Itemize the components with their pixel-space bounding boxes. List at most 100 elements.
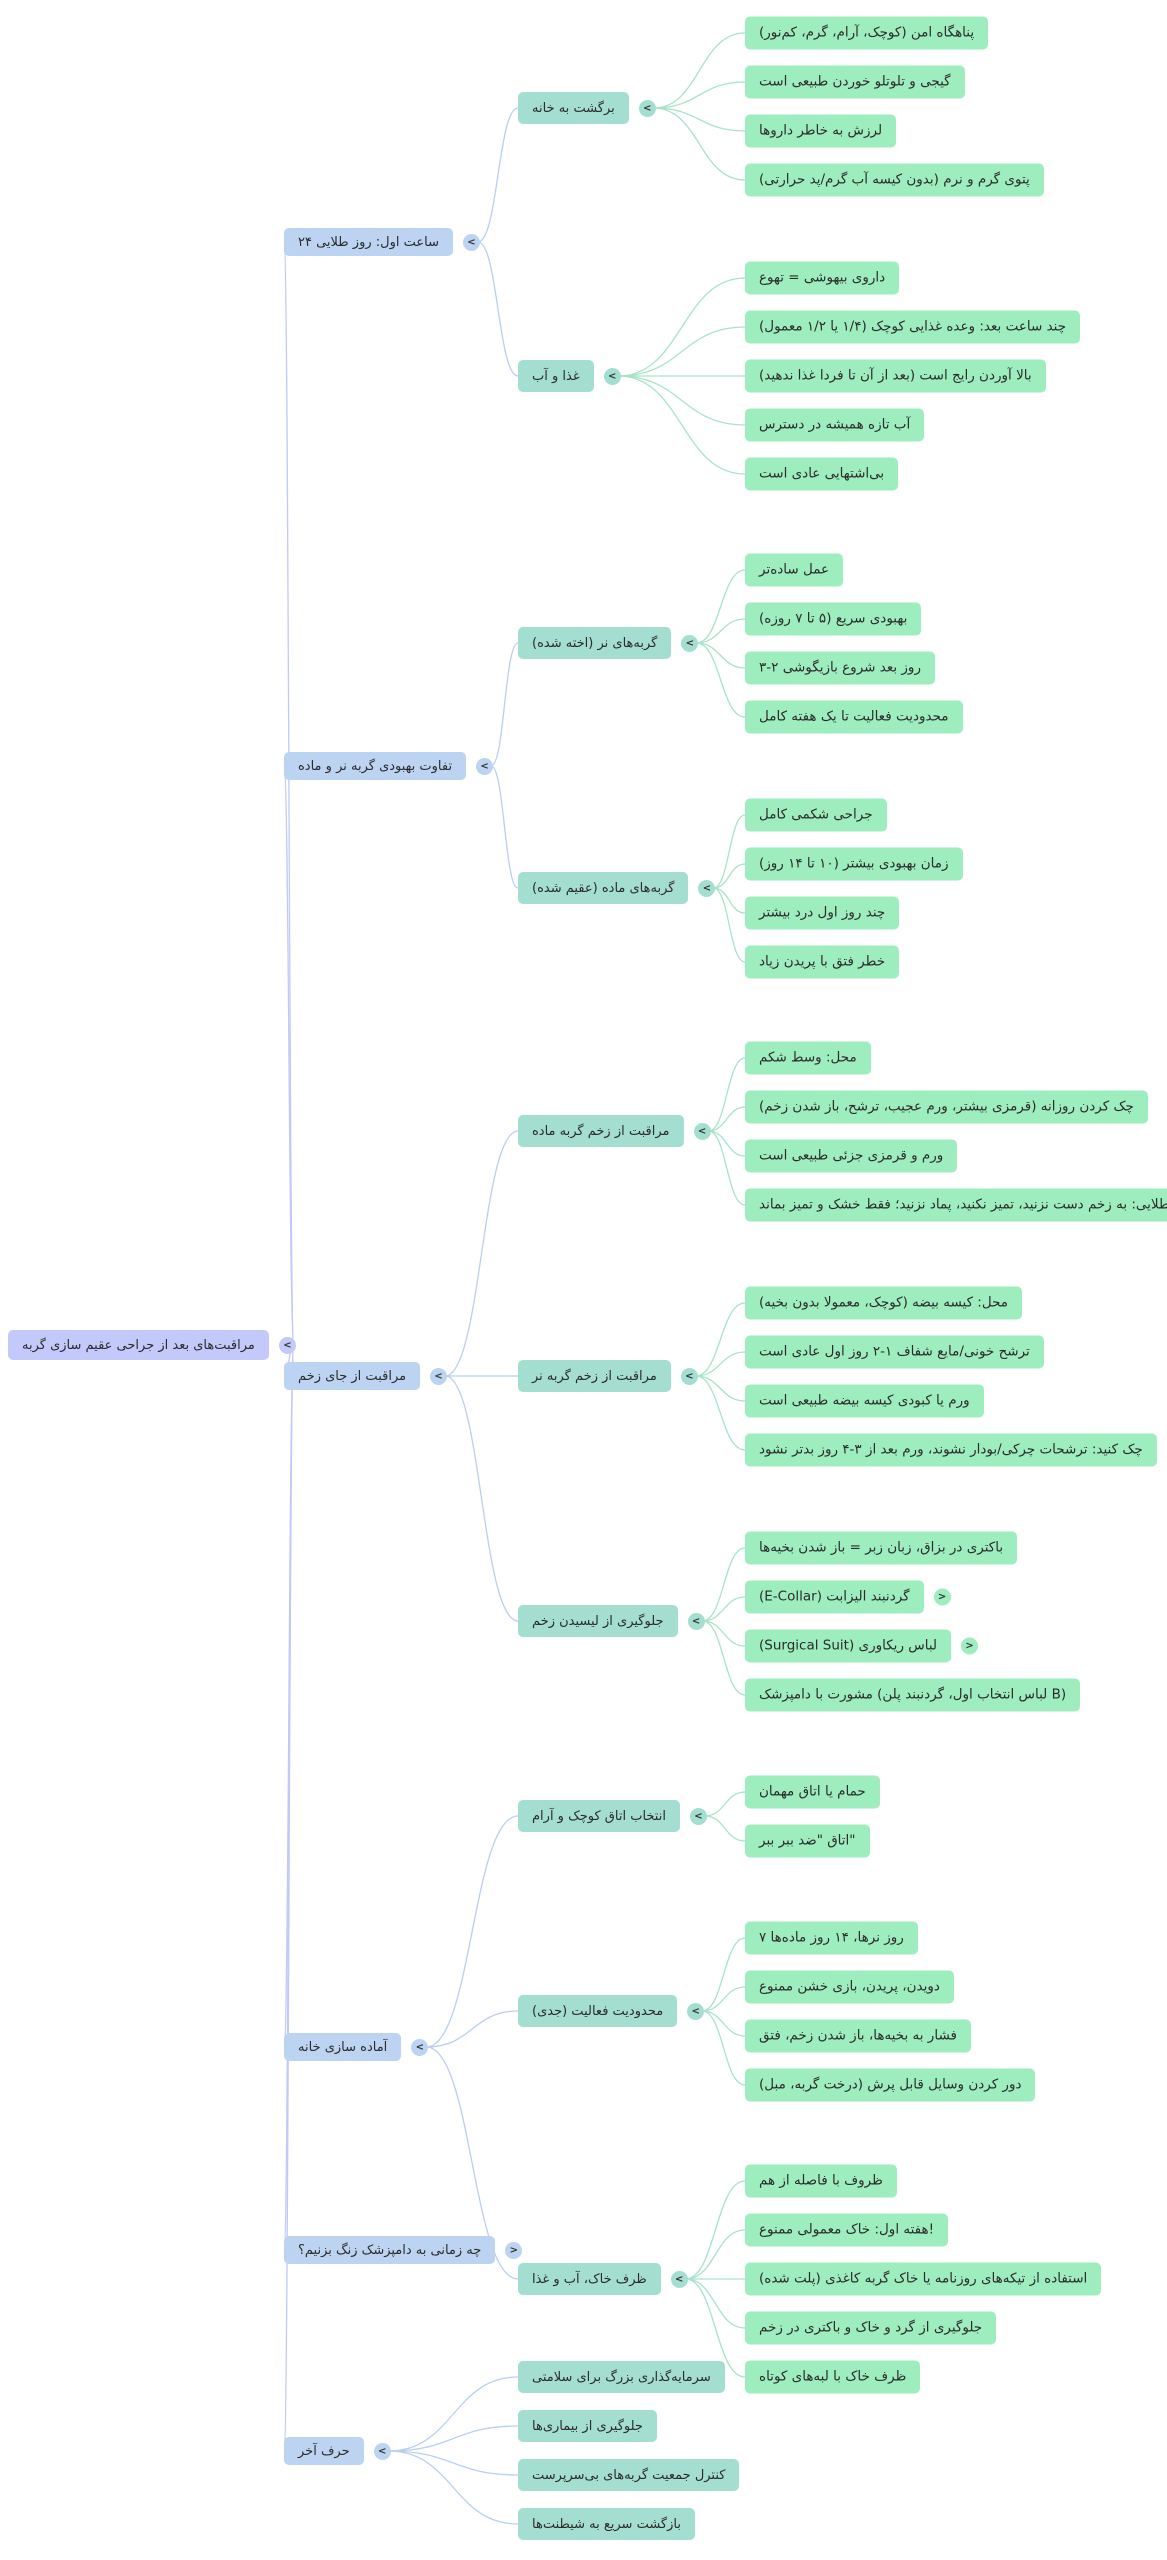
collapse-chevron-icon[interactable]: < (603, 367, 621, 385)
node-label: ترشح خونی/مایع شفاف ۱-۲ روز اول عادی است (759, 1343, 1030, 1360)
connector-line (695, 1351, 746, 1377)
collapse-chevron-icon[interactable]: < (373, 2442, 391, 2460)
collapse-chevron-icon[interactable]: < (689, 1807, 707, 1825)
leaf-node[interactable]: بهبودی سریع (۵ تا ۷ روزه) (745, 602, 922, 636)
leaf-node[interactable]: ظرف خاک با لبه‌های کوتاه (745, 2360, 921, 2394)
leaf-node[interactable]: محل: کیسه بیضه (کوچک، معمولا بدون بخیه) (745, 1286, 1023, 1320)
topic-node[interactable]: محدودیت فعالیت (جدی) (518, 1995, 678, 2027)
node-label: آب تازه همیشه در دسترس (759, 416, 911, 433)
connector-line (696, 569, 746, 644)
collapse-chevron-icon[interactable]: < (687, 2002, 705, 2020)
topic-node[interactable]: کنترل جمعیت گربه‌های بی‌سرپرست (518, 2459, 740, 2491)
topic-node[interactable]: انتخاب اتاق کوچک و آرام (518, 1800, 680, 1832)
leaf-node[interactable]: داروی بیهوشی = تهوع (745, 261, 900, 295)
leaf-node[interactable]: !هفته اول: خاک معمولی ممنوع (745, 2213, 949, 2247)
leaf-node[interactable]: لرزش به خاطر داروها (745, 114, 897, 148)
leaf-node[interactable]: عمل ساده‌تر (745, 553, 844, 587)
node-label: مراقبت‌های بعد از جراحی عقیم سازی گربه (22, 1337, 255, 1353)
topic-node[interactable]: گربه‌های ماده (عقیم شده) (518, 872, 689, 904)
branch-node[interactable]: آماده سازی خانه (284, 2033, 402, 2061)
leaf-node-wrapper: دویدن، پریدن، بازی خشن ممنوع (745, 1970, 954, 2004)
connector-line (713, 863, 746, 889)
leaf-node[interactable]: پتوی گرم و نرم (بدون کیسه آب گرم/پد حرار… (745, 163, 1044, 197)
connector-line (426, 2046, 519, 2280)
leaf-node[interactable]: روز بعد شروع بازیگوشی ۲-۳ (745, 651, 935, 685)
leaf-node-wrapper: لباس ریکاوری (Surgical Suit) > (745, 1629, 979, 1663)
leaf-node[interactable]: جراحی شکمی کامل (745, 798, 887, 832)
leaf-node[interactable]: گیجی و تلوتلو خوردن طبیعی است (745, 65, 965, 99)
leaf-node[interactable]: چک کنید: ترشحات چرکی/بودار نشوند، ورم بع… (745, 1433, 1157, 1467)
leaf-node[interactable]: خطر فتق با پریدن زیاد (745, 945, 900, 979)
leaf-node[interactable]: پناهگاه امن (کوچک، آرام، گرم، کم‌نور) (745, 16, 989, 50)
leaf-node[interactable]: ظروف با فاصله از هم (745, 2164, 897, 2198)
leaf-node[interactable]: بی‌اشتهایی عادی است (745, 457, 899, 491)
topic-node[interactable]: غذا و آب (518, 360, 594, 392)
leaf-node[interactable]: گردنبند الیزابت (E-Collar) (745, 1580, 924, 1614)
topic-node[interactable]: جلوگیری از لیسیدن زخم (518, 1605, 678, 1637)
leaf-node[interactable]: محدودیت فعالیت تا یک هفته کامل (745, 700, 963, 734)
leaf-node[interactable]: زمان بهبودی بیشتر (۱۰ تا ۱۴ روز) (745, 847, 963, 881)
topic-node[interactable]: برگشت به خانه (518, 92, 629, 124)
leaf-node[interactable]: حمام یا اتاق مهمان (745, 1775, 880, 1809)
connector-line (283, 1344, 295, 2452)
leaf-node[interactable]: "اتاق "ضد ببر ببر (745, 1824, 870, 1858)
collapse-chevron-icon[interactable]: < (681, 634, 699, 652)
collapse-chevron-icon[interactable]: < (680, 1367, 698, 1385)
leaf-node-wrapper: حمام یا اتاق مهمان (745, 1775, 880, 1809)
leaf-node[interactable]: چند ساعت بعد: وعده غذایی کوچک (۱/۴ یا ۱/… (745, 310, 1081, 344)
collapse-chevron-icon[interactable]: < (670, 2270, 688, 2288)
topic-node[interactable]: ظرف خاک، آب و غذا (518, 2263, 661, 2295)
leaf-node[interactable]: دور کردن وسایل قابل پرش (درخت گربه، مبل) (745, 2068, 1036, 2102)
leaf-node[interactable]: (B لباس انتخاب اول، گردنبند پلن) مشورت ب… (745, 1678, 1081, 1712)
node-label: روز نرها، ۱۴ روز ماده‌ها ۷ (759, 1929, 904, 1946)
collapse-chevron-icon[interactable]: < (693, 1122, 711, 1140)
node-label: لباس ریکاوری (Surgical Suit) (759, 1637, 938, 1654)
topic-node[interactable]: بازگشت سریع به شیطنت‌ها (518, 2508, 695, 2540)
leaf-node[interactable]: جلوگیری از گرد و خاک و باکتری در زخم (745, 2311, 997, 2345)
topic-node-wrapper: غذا و آب < (518, 360, 621, 392)
expand-chevron-icon[interactable]: > (505, 2241, 523, 2259)
leaf-node[interactable]: دویدن، پریدن، بازی خشن ممنوع (745, 1970, 954, 2004)
topic-node[interactable]: سرمایه‌گذاری بزرگ برای سلامتی (518, 2361, 725, 2393)
expand-chevron-icon[interactable]: > (961, 1637, 979, 1655)
collapse-chevron-icon[interactable]: < (430, 1367, 448, 1385)
leaf-node[interactable]: فشار به بخیه‌ها، باز شدن زخم، فتق (745, 2019, 971, 2053)
node-label: محدودیت فعالیت تا یک هفته کامل (759, 708, 949, 725)
leaf-node[interactable]: استفاده از تیکه‌های روزنامه یا خاک گربه … (745, 2262, 1102, 2296)
topic-node[interactable]: گربه‌های نر (اخته شده) (518, 627, 672, 659)
node-label: روز بعد شروع بازیگوشی ۲-۳ (759, 659, 921, 676)
leaf-node[interactable]: ترشح خونی/مایع شفاف ۱-۲ روز اول عادی است (745, 1335, 1044, 1369)
branch-node[interactable]: چه زمانی به دامپزشک زنگ بزنیم؟ (284, 2236, 496, 2264)
branch-node[interactable]: ساعت اول: روز طلایی ۲۴ (284, 228, 453, 256)
root-node-wrapper: مراقبت‌های بعد از جراحی عقیم سازی گربه < (8, 1330, 296, 1360)
expand-chevron-icon[interactable]: > (933, 1588, 951, 1606)
topic-node[interactable]: مراقبت از زخم گربه نر (518, 1360, 671, 1392)
collapse-chevron-icon[interactable]: < (278, 1336, 296, 1354)
leaf-node-wrapper: استفاده از تیکه‌های روزنامه یا خاک گربه … (745, 2262, 1102, 2296)
leaf-node[interactable]: چک کردن روزانه (قرمزی بیشتر، ورم عجیب، ت… (745, 1090, 1148, 1124)
root-node[interactable]: مراقبت‌های بعد از جراحی عقیم سازی گربه (8, 1330, 269, 1360)
branch-node[interactable]: تفاوت بهبودی گربه نر و ماده (284, 752, 467, 780)
collapse-chevron-icon[interactable]: < (462, 233, 480, 251)
collapse-chevron-icon[interactable]: < (638, 99, 656, 117)
connector-line (426, 2010, 519, 2048)
branch-node[interactable]: حرف آخر (284, 2437, 364, 2465)
topic-node[interactable]: مراقبت از زخم گربه ماده (518, 1115, 684, 1147)
branch-node[interactable]: مراقبت از جای زخم (284, 1362, 421, 1390)
leaf-node[interactable]: لباس ریکاوری (Surgical Suit) (745, 1629, 952, 1663)
collapse-chevron-icon[interactable]: < (687, 1612, 705, 1630)
leaf-node[interactable]: محل: وسط شکم (745, 1041, 871, 1075)
collapse-chevron-icon[interactable]: < (476, 757, 494, 775)
leaf-node[interactable]: باکتری در بزاق، زبان زبر = باز شدن بخیه‌… (745, 1531, 1018, 1565)
leaf-node[interactable]: چند روز اول درد بیشتر (745, 896, 900, 930)
leaf-node[interactable]: آب تازه همیشه در دسترس (745, 408, 925, 442)
collapse-chevron-icon[interactable]: < (698, 879, 716, 897)
leaf-node[interactable]: ورم یا کبودی کیسه بیضه طبیعی است (745, 1384, 984, 1418)
leaf-node[interactable]: روز نرها، ۱۴ روز ماده‌ها ۷ (745, 1921, 918, 1955)
node-label: کنترل جمعیت گربه‌های بی‌سرپرست (532, 2467, 726, 2483)
leaf-node[interactable]: قانون طلایی: به زخم دست نزنید، تمیز نکنی… (745, 1188, 1167, 1222)
collapse-chevron-icon[interactable]: < (411, 2038, 429, 2056)
leaf-node[interactable]: ورم و قرمزی جزئی طبیعی است (745, 1139, 958, 1173)
leaf-node[interactable]: بالا آوردن رایج است (بعد از آن تا فردا غ… (745, 359, 1046, 393)
topic-node[interactable]: جلوگیری از بیماری‌ها (518, 2410, 657, 2442)
